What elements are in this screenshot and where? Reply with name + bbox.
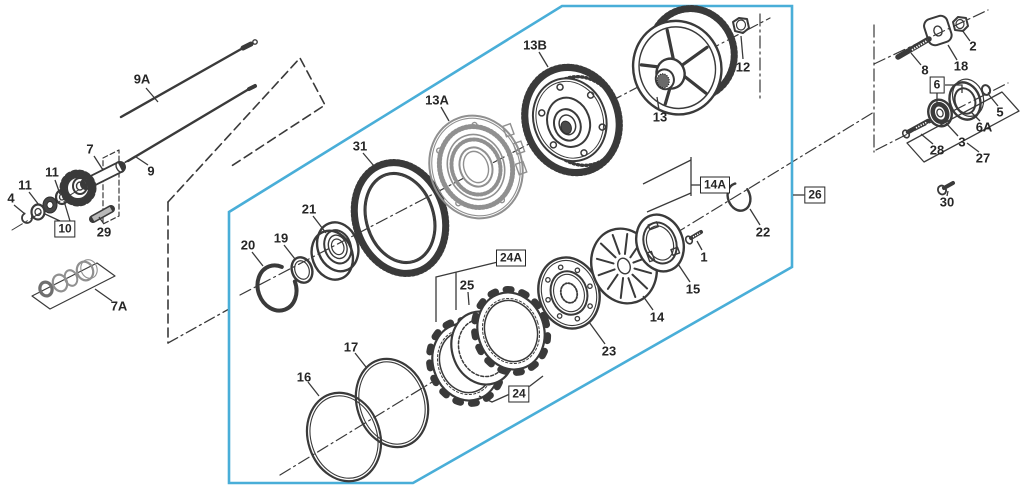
sprocket-7 <box>59 161 126 207</box>
part-label-14: 14 <box>649 309 665 325</box>
part-label-11: 11 <box>45 164 59 180</box>
screw-28 <box>901 118 931 139</box>
bolt-30 <box>937 181 955 196</box>
compensator-pulley-13 <box>631 5 738 116</box>
spring-washer-19 <box>290 256 314 284</box>
kit-7a <box>31 259 116 310</box>
seal-ring-16 <box>305 391 383 483</box>
part-label-15: 15 <box>685 281 701 297</box>
bearing-3 <box>927 98 953 128</box>
part-label-10-boxed: 10 <box>54 220 76 238</box>
retaining-ring-22 <box>726 182 752 212</box>
part-label-7A: 7A <box>110 298 128 314</box>
part-label-16: 16 <box>296 369 312 385</box>
clutch-drum-13b <box>521 63 623 177</box>
part-label-30: 30 <box>939 194 955 210</box>
stud-8 <box>895 36 932 60</box>
nut-2 <box>952 16 969 32</box>
retaining-ring-20 <box>255 263 299 313</box>
part-label-27: 27 <box>975 150 991 166</box>
part-label-24-boxed: 24 <box>508 385 530 403</box>
part-label-19: 19 <box>273 230 289 246</box>
clutch-hub-13a <box>428 114 528 220</box>
pin-29 <box>89 205 115 223</box>
spring-seat-15 <box>635 213 685 273</box>
part-label-2: 2 <box>969 38 977 54</box>
part-label-14A-boxed: 14A <box>699 176 731 194</box>
part-label-4: 4 <box>7 190 15 206</box>
part-label-6A: 6A <box>975 119 993 135</box>
part-label-17: 17 <box>343 339 359 355</box>
nut-12 <box>732 17 750 34</box>
screw-1 <box>684 230 703 245</box>
part-label-13: 13 <box>652 109 668 125</box>
part-label-22: 22 <box>755 224 771 240</box>
part-label-9: 9 <box>147 163 155 179</box>
part-label-24A-boxed: 24A <box>495 249 527 267</box>
lever-plate-18 <box>923 14 953 47</box>
ring-gear-31 <box>350 159 450 277</box>
part-label-29: 29 <box>96 224 112 240</box>
part-label-9A: 9A <box>133 71 151 87</box>
part-label-13A: 13A <box>425 92 449 108</box>
part-label-3: 3 <box>958 134 966 150</box>
part-label-7: 7 <box>86 141 94 157</box>
part-label-31: 31 <box>352 138 368 154</box>
part-label-5: 5 <box>996 104 1004 120</box>
part-label-6-boxed: 6 <box>929 76 945 94</box>
kit-27-outline <box>906 91 1020 163</box>
washer-set-10 <box>21 188 70 224</box>
part-label-11: 11 <box>18 177 32 193</box>
part-label-28: 28 <box>929 142 945 158</box>
bracket-lines <box>44 84 963 403</box>
part-label-23: 23 <box>601 343 617 359</box>
part-label-26-boxed: 26 <box>804 186 826 204</box>
part-label-18: 18 <box>953 58 969 74</box>
part-label-21: 21 <box>301 201 317 217</box>
kit-26-outline <box>227 4 794 485</box>
friction-plate-b <box>470 286 552 376</box>
part-label-25: 25 <box>459 277 475 293</box>
part-label-1: 1 <box>700 249 708 265</box>
part-label-8: 8 <box>921 62 929 78</box>
leader-lines <box>13 29 999 397</box>
part-label-13B: 13B <box>523 37 547 53</box>
seal-ring-17 <box>354 357 430 449</box>
oring-5 <box>980 84 992 96</box>
part-label-20: 20 <box>240 237 256 253</box>
part-label-12: 12 <box>735 59 751 75</box>
pushrod-9a <box>119 39 258 119</box>
bearing-21 <box>310 221 360 281</box>
